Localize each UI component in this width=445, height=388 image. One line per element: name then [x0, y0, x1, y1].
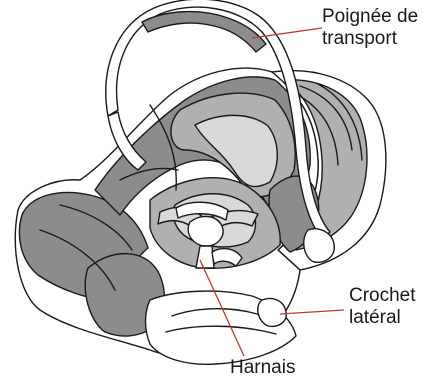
leader-line-side-hook	[280, 310, 344, 314]
label-carry-handle: Poignée de transport	[322, 6, 418, 50]
label-side-hook-line1: Crochet	[349, 285, 416, 307]
label-side-hook-line2: latéral	[349, 307, 416, 329]
label-side-hook: Crochet latéral	[349, 285, 416, 329]
harness-crotch-strap	[196, 246, 214, 268]
label-harness: Harnais	[230, 357, 295, 379]
label-harness-line1: Harnais	[230, 357, 295, 379]
label-carry-handle-line2: transport	[322, 28, 418, 50]
label-carry-handle-line1: Poignée de	[322, 6, 418, 28]
side-hook	[258, 299, 287, 327]
harness-buckle	[188, 216, 223, 246]
